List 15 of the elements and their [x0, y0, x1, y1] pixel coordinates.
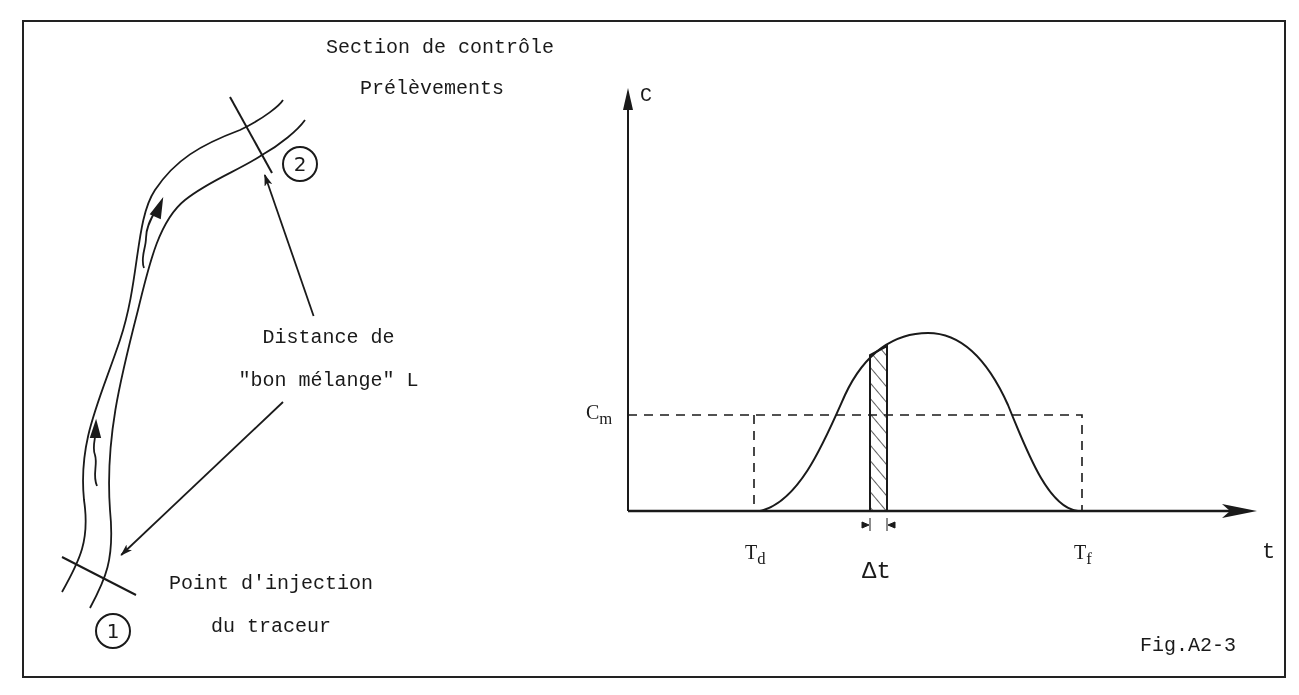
arrow	[120, 401, 284, 556]
axis-label: t	[1262, 540, 1276, 567]
interval-label: Δt	[862, 558, 891, 587]
annotation-text: Point d'injection du traceur	[167, 571, 374, 640]
station-number: 1	[95, 613, 131, 649]
section-title: Section de contrôle	[326, 35, 555, 61]
axis-tick-label: C$_{m}$	[586, 400, 613, 429]
axis-label: C	[640, 84, 652, 108]
axis-tick-label: T$_{d}$	[745, 540, 766, 569]
figure-number: Fig.A2-3	[1140, 634, 1236, 658]
axis-tick-label: T$_{f}$	[1074, 540, 1092, 569]
arrow	[263, 174, 315, 317]
annotation-text: Distance de "bon mélange" L	[237, 325, 420, 394]
station-number: 2	[282, 146, 318, 182]
sampling-text: Prélèvements	[360, 76, 505, 102]
